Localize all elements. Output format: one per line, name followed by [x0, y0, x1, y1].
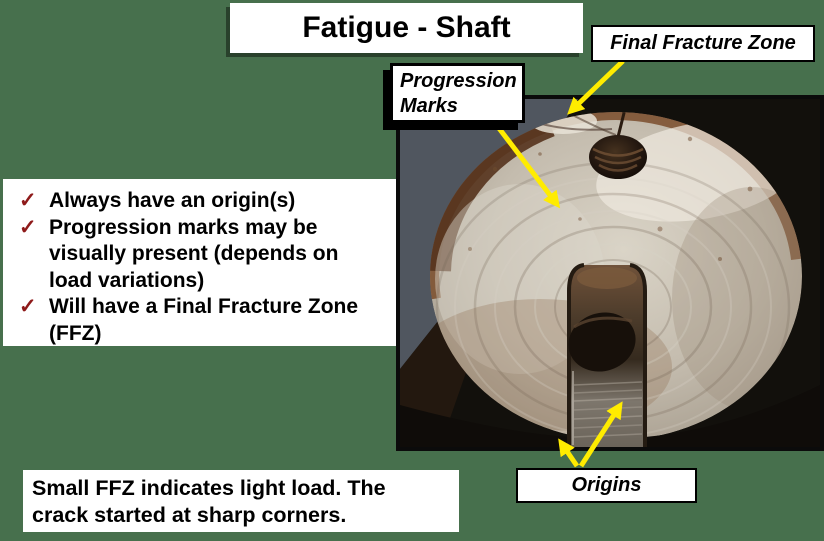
- final-fracture-zone-label: Final Fracture Zone: [610, 32, 796, 54]
- checkmark-icon: ✓: [19, 295, 37, 318]
- bullet-line: (FFZ): [49, 321, 102, 345]
- checkmark-icon: ✓: [19, 215, 37, 239]
- checkmark-icon: ✓: [19, 189, 37, 212]
- bullet-list-box: ✓ Always have an origin(s) ✓ Progression…: [3, 179, 396, 346]
- bullet-item: ✓ Always have an origin(s): [11, 188, 396, 215]
- progression-marks-label: Progression Marks: [400, 70, 517, 117]
- fracture-surface-photo: [396, 95, 824, 451]
- page-title: Fatigue - Shaft: [302, 11, 511, 44]
- bullet-item: ✓ Progression marks may be visually pres…: [11, 215, 396, 295]
- callout-origins: Origins: [516, 468, 697, 503]
- bullet-item: ✓ Will have a Final Fracture Zone (FFZ): [11, 294, 396, 347]
- keyway-bore-hole: [568, 312, 636, 372]
- bullet-line: visually present (depends on: [49, 242, 339, 265]
- bullet-line: Will have a Final Fracture Zone: [49, 295, 359, 318]
- bullet-line: Always have an origin(s): [49, 189, 296, 212]
- shadow-left: [400, 405, 569, 447]
- bullet-line: Progression marks may be: [49, 215, 318, 239]
- caption-line: Small FFZ indicates light load. The: [32, 476, 386, 500]
- slide-title-box: Fatigue - Shaft: [230, 3, 583, 53]
- caption-box: Small FFZ indicates light load. The crac…: [23, 470, 459, 532]
- shadow-right: [645, 385, 820, 447]
- origins-label: Origins: [571, 474, 642, 496]
- caption-line: crack started at sharp corners.: [32, 503, 347, 527]
- callout-final-fracture-zone: Final Fracture Zone: [591, 25, 815, 62]
- bullet-line: load variations): [49, 268, 205, 292]
- callout-progression-marks: Progression Marks: [390, 63, 525, 123]
- bullet-list: ✓ Always have an origin(s) ✓ Progression…: [11, 188, 396, 347]
- keyway: [567, 263, 647, 447]
